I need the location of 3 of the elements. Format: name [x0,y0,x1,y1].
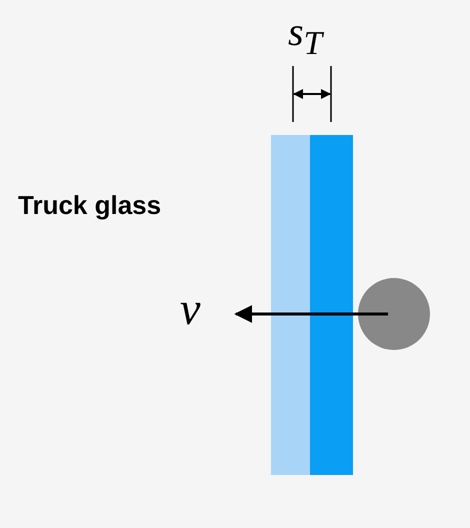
dimension-label: s$_{T}$ [288,12,322,60]
material-label: Truck glass [18,192,162,218]
velocity-label: v [180,286,200,332]
